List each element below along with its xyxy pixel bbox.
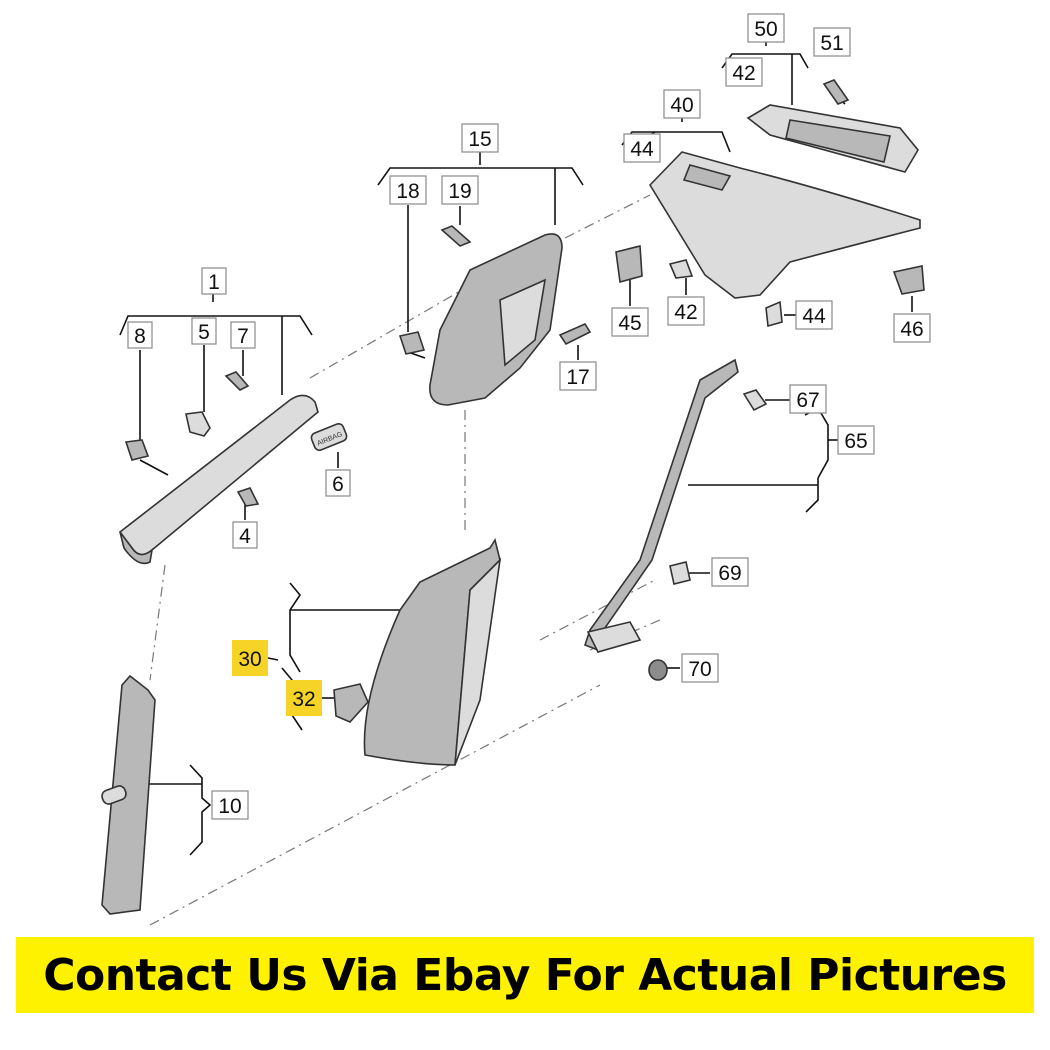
callout-7: 7 xyxy=(230,321,256,349)
callout-6: 6 xyxy=(325,469,351,497)
part-40-c-pillar-trim xyxy=(648,151,921,299)
callout-8: 8 xyxy=(127,321,153,349)
callout-18: 18 xyxy=(389,175,427,205)
part-42-clip xyxy=(668,259,694,279)
callout-15: 15 xyxy=(461,123,499,153)
part-6-airbag-badge: AIRBAG xyxy=(310,422,348,452)
callout-5: 5 xyxy=(191,317,217,345)
callout-42-mid: 42 xyxy=(667,296,705,326)
callout-42-top: 42 xyxy=(725,57,763,87)
callout-10: 10 xyxy=(211,790,249,820)
callout-51: 51 xyxy=(813,27,851,57)
parts-diagram: AIRBAG xyxy=(101,13,931,926)
part-65-trim-strip xyxy=(583,358,739,653)
callout-19: 19 xyxy=(441,175,479,205)
part-50-bracket xyxy=(746,104,919,173)
svg-text:4: 4 xyxy=(239,525,251,548)
callout-44-mid: 44 xyxy=(795,300,833,330)
callout-70: 70 xyxy=(681,653,719,683)
callout-67: 67 xyxy=(789,384,827,414)
svg-text:46: 46 xyxy=(900,318,923,341)
part-69-clip xyxy=(669,561,691,585)
svg-text:70: 70 xyxy=(688,658,711,681)
banner-text: Contact Us Via Ebay For Actual Pictures xyxy=(43,949,1007,1001)
svg-text:44: 44 xyxy=(802,305,826,328)
svg-text:67: 67 xyxy=(796,389,819,412)
callout-40: 40 xyxy=(663,89,701,119)
svg-text:40: 40 xyxy=(670,94,693,117)
callout-4: 4 xyxy=(232,521,258,549)
part-19-screw xyxy=(440,225,472,247)
part-67-screw xyxy=(742,389,768,412)
svg-text:69: 69 xyxy=(718,562,741,585)
svg-text:44: 44 xyxy=(630,138,654,161)
part-18-clip xyxy=(398,331,426,355)
callout-17: 17 xyxy=(559,361,597,391)
svg-text:17: 17 xyxy=(566,366,589,389)
svg-text:51: 51 xyxy=(820,32,843,55)
svg-text:1: 1 xyxy=(208,271,220,294)
part-7-screw xyxy=(224,371,250,391)
svg-text:30: 30 xyxy=(238,648,261,671)
part-17-trim-clip xyxy=(558,322,592,346)
part-51-screw xyxy=(822,79,850,105)
callout-46: 46 xyxy=(893,313,931,343)
svg-text:7: 7 xyxy=(237,325,249,348)
part-1-a-pillar-trim xyxy=(118,394,319,565)
callout-32: 32 xyxy=(292,688,315,711)
callout-44-top: 44 xyxy=(623,133,661,163)
highlight-32 xyxy=(286,680,322,716)
svg-text:50: 50 xyxy=(754,18,777,41)
svg-text:32: 32 xyxy=(292,688,315,711)
callout-50: 50 xyxy=(747,13,785,43)
part-45-clip xyxy=(615,244,643,284)
svg-text:65: 65 xyxy=(844,430,867,453)
part-32-clip xyxy=(333,683,369,723)
part-8-clip xyxy=(124,439,150,461)
svg-text:42: 42 xyxy=(732,62,755,85)
part-30-b-pillar-lower xyxy=(363,537,502,766)
part-70-grommet xyxy=(648,659,668,681)
callout-45: 45 xyxy=(611,307,649,337)
part-15-b-pillar-upper xyxy=(429,233,563,406)
highlight-30 xyxy=(232,640,268,676)
callout-69: 69 xyxy=(711,557,749,587)
svg-text:18: 18 xyxy=(396,180,419,203)
callout-1: 1 xyxy=(201,267,227,295)
svg-text:42: 42 xyxy=(674,301,697,324)
part-46-clip xyxy=(892,265,925,295)
svg-text:5: 5 xyxy=(198,321,210,344)
part-10-pillar-lower xyxy=(101,674,156,915)
svg-text:10: 10 xyxy=(218,795,241,818)
callout-65: 65 xyxy=(837,425,875,455)
svg-text:6: 6 xyxy=(332,473,344,496)
svg-text:45: 45 xyxy=(618,312,641,335)
part-4-clip xyxy=(236,487,260,507)
contact-banner: Contact Us Via Ebay For Actual Pictures xyxy=(16,937,1034,1013)
part-5-clip xyxy=(185,411,211,437)
svg-text:15: 15 xyxy=(468,128,491,151)
svg-text:8: 8 xyxy=(134,325,146,348)
svg-text:19: 19 xyxy=(448,180,471,203)
part-44-clip xyxy=(765,300,783,328)
callout-30: 30 xyxy=(238,648,261,671)
